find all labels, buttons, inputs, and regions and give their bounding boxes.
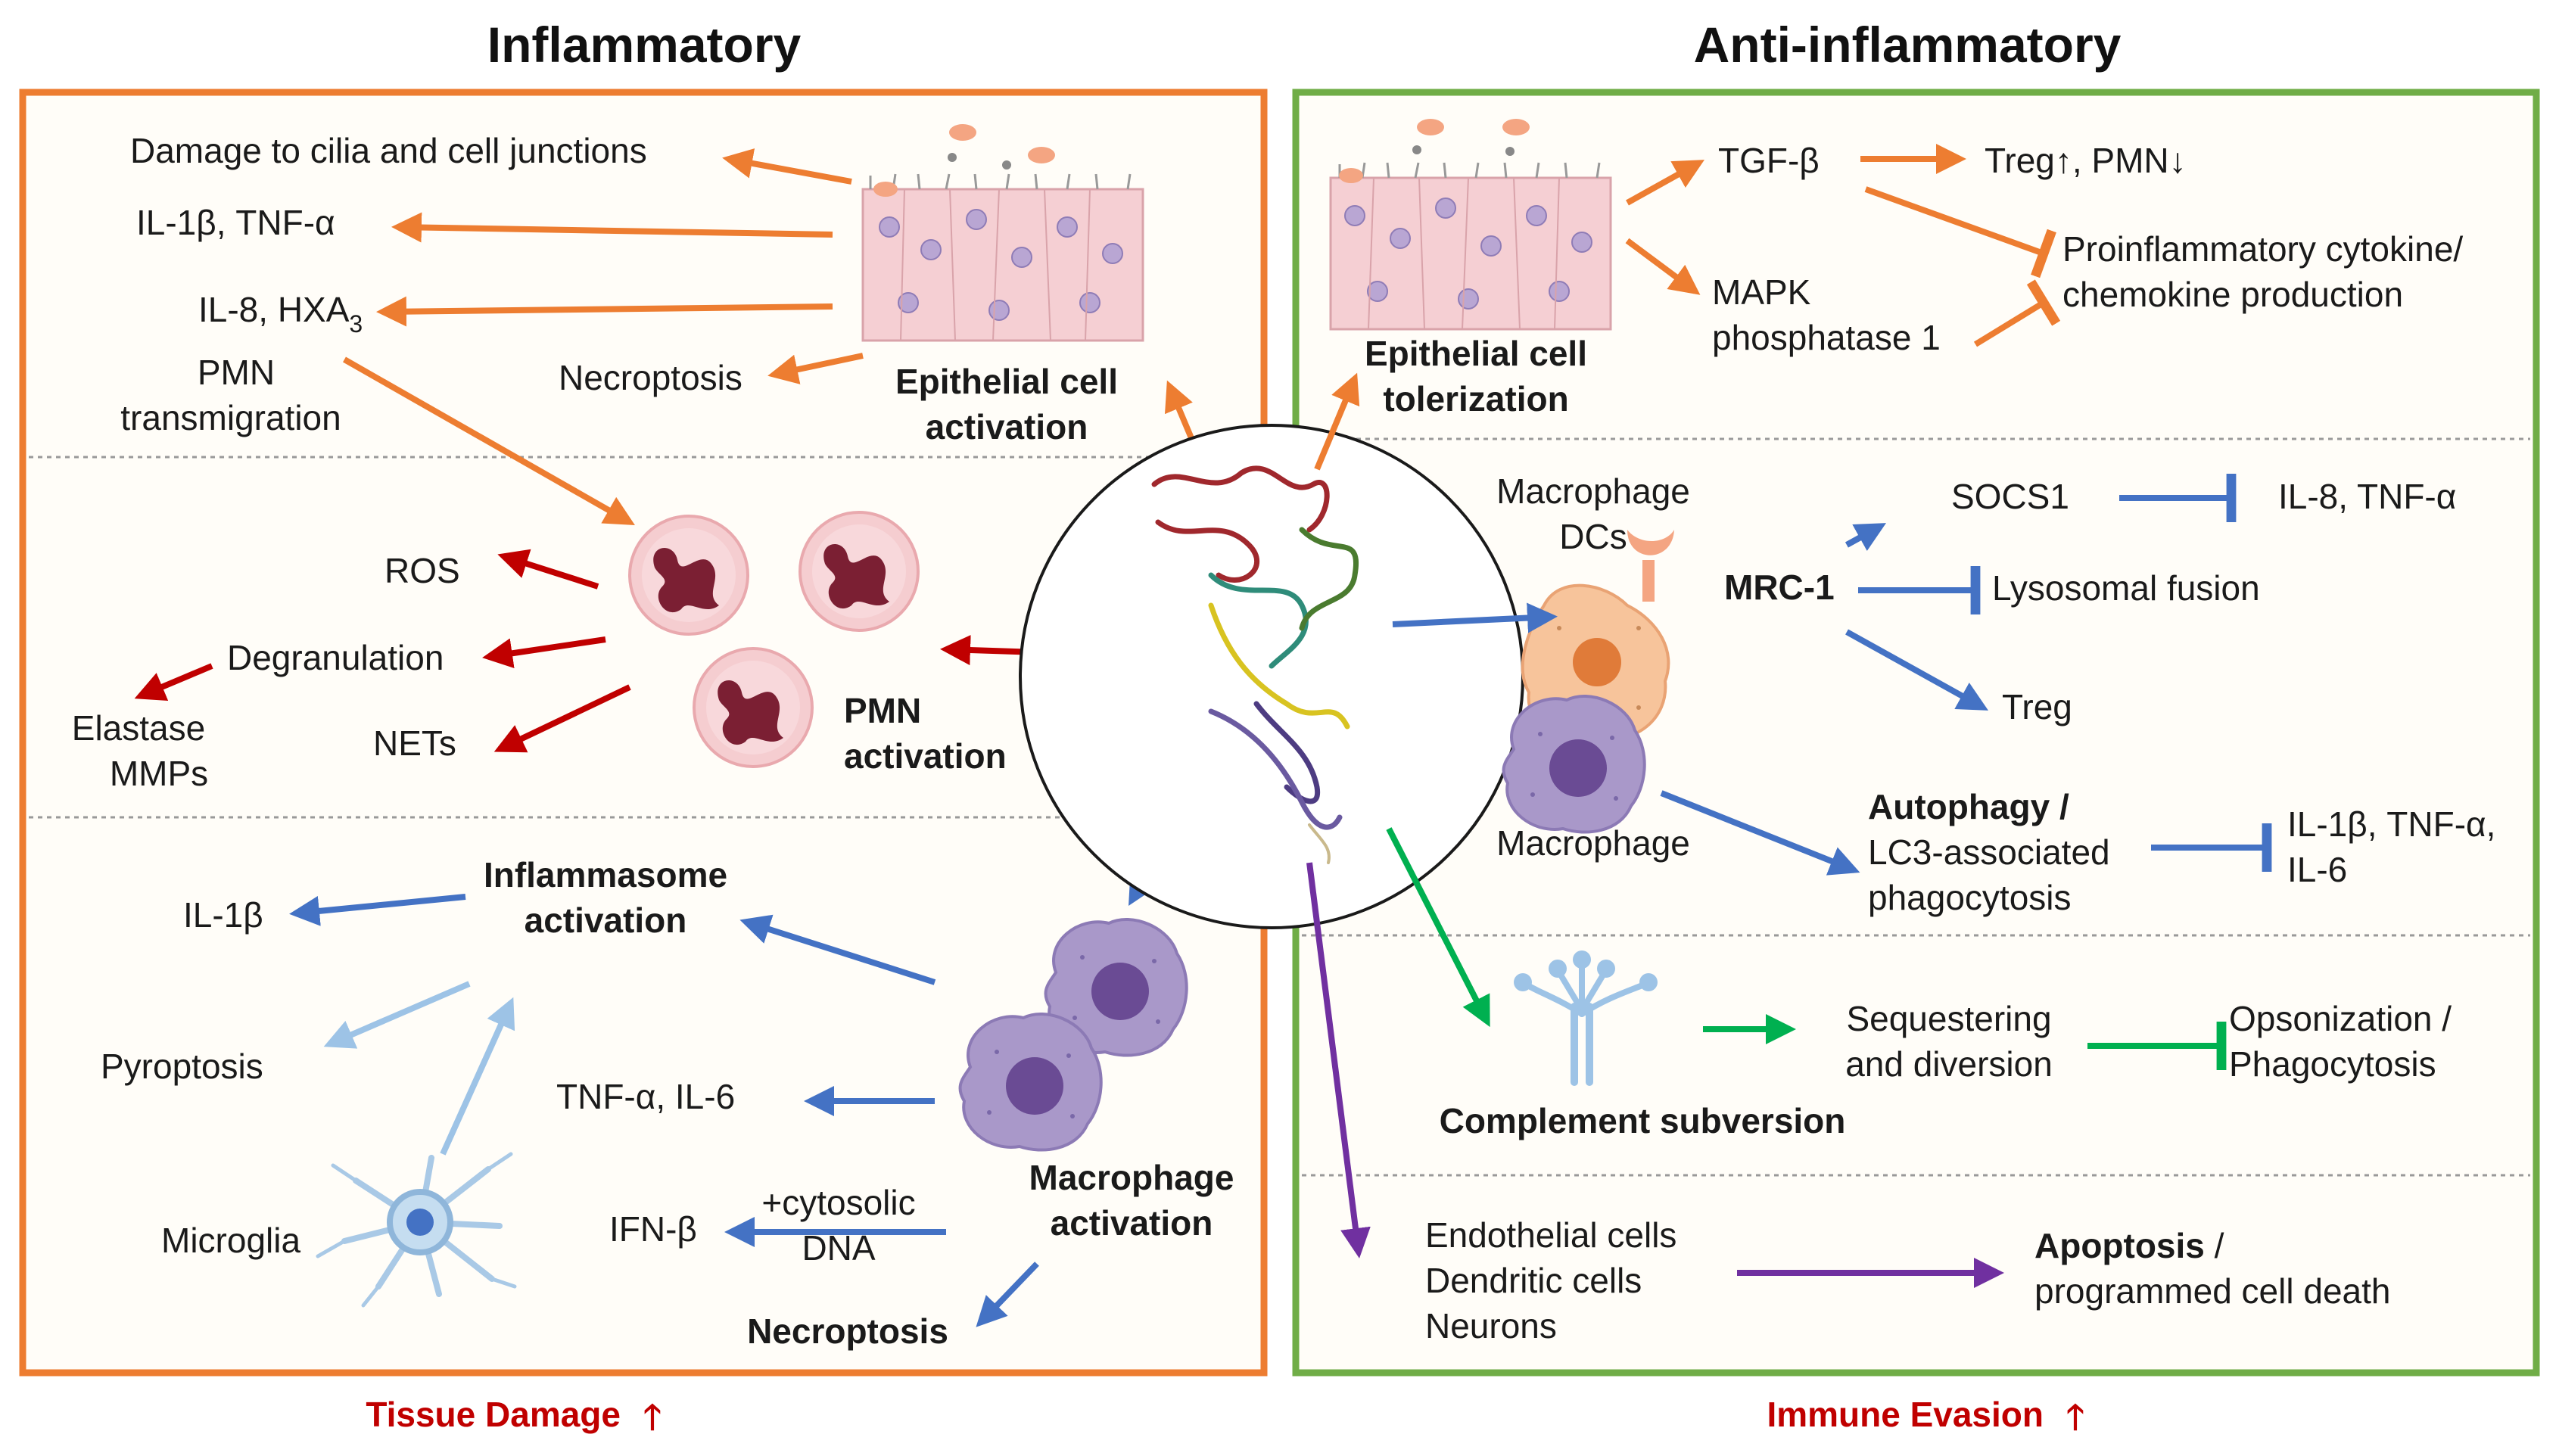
pmn-transmigration-label: PMN [198,353,275,392]
microglia-label: Microglia [161,1221,300,1260]
microglia-arrows [323,981,515,1156]
ros-label: ROS [384,551,460,590]
il8-hxa3-label: IL-8, HXA3 [198,290,363,338]
complement-arrows [1386,827,2227,1070]
pyroptosis-label: Pyroptosis [101,1047,263,1086]
macrophage-activation-title: Macrophage [1029,1158,1234,1197]
degranulation-label: Degranulation [227,638,444,677]
tissue-damage-label: Tissue Damage [366,1395,621,1434]
cytosolic-dna-label: +cytosolic [761,1183,915,1222]
necroptosis-epithelial-label: Necroptosis [559,358,742,397]
mapk-label: MAPK [1712,272,1811,312]
epithelial-activation-title: Epithelial cell [895,362,1118,401]
complement-subversion-title: Complement subversion [1440,1101,1846,1140]
il8-tnfa-label: IL-8, TNF-α [2278,477,2456,516]
proinflammatory-label: Proinflammatory cytokine/ [2062,229,2463,269]
damage-cilia-label: Damage to cilia and cell junctions [130,131,647,170]
treg-pmn-label: Treg↑, PMN↓ [1985,141,2187,180]
elastase-label: Elastase [72,708,205,748]
il1b-label: IL-1β [183,895,263,935]
ifnb-label: IFN-β [609,1209,697,1249]
immune-evasion-label: Immune Evasion [1767,1395,2044,1434]
epithelium-icon-right [1329,119,1612,331]
necroptosis-macrophage-label: Necroptosis [747,1311,948,1351]
endothelial-cells-label: Endothelial cells [1425,1215,1676,1255]
immune-evasion-arrow-icon: 🡑 [2066,1397,2084,1436]
mrc1-receptor-icon [1627,530,1674,602]
neurons-label: Neurons [1425,1306,1557,1346]
il1b-tnfa-label: IL-1β, TNF-α [136,203,335,242]
macrophage-label: Macrophage [1496,823,1690,863]
neutrophil-icon-3 [693,647,814,768]
mrc1-label: MRC-1 [1724,568,1835,607]
tgfb-label: TGF-β [1718,141,1820,180]
macrophage-activation-title-2: activation [1051,1203,1213,1243]
pmn-activation-title-2: activation [844,736,1007,776]
inflammasome-title: Inflammasome [484,855,727,894]
lc3-label: LC3-associated [1868,832,2110,872]
lysosomal-fusion-label: Lysosomal fusion [1992,568,2260,608]
opsonization-label: Opsonization / [2229,999,2452,1038]
macrophage-dcs-label: Macrophage [1496,471,1690,511]
mapk-label-2: phosphatase 1 [1712,318,1941,357]
macrophage-icon-left-2 [958,1012,1103,1152]
programmed-cell-death-label: programmed cell death [2034,1271,2390,1311]
tolerization-arrows [1314,144,2061,471]
pmn-activation-title: PMN [844,691,921,730]
sequestering-label-2: and diversion [1845,1044,2053,1084]
central-protein-circle [1019,424,1524,929]
macrophage-icon-right [1502,694,1646,834]
opsonization-label-2: Phagocytosis [2229,1044,2436,1084]
treg-label: Treg [2002,687,2072,726]
proinflammatory-label-2: chemokine production [2062,275,2403,314]
inflammatory-header: Inflammatory [487,17,802,73]
apoptosis-label: Apoptosis / [2034,1226,2224,1265]
neutrophil-icon-2 [799,511,920,632]
tnf-il6-label: TNF-α, IL-6 [556,1077,735,1116]
epithelium-icon-left [861,124,1144,342]
apoptosis-arrows [1306,862,2004,1288]
mrc-arrows [1392,474,2272,876]
tissue-damage-arrow-icon: 🡑 [643,1397,662,1436]
sequestering-label: Sequestering [1846,999,2051,1038]
microglia-icon [316,1152,517,1308]
lc3-label-2: phagocytosis [1868,878,2072,917]
epithelial-tolerization-title: Epithelial cell [1365,334,1587,373]
mmps-label: MMPs [110,754,208,793]
autophagy-label: Autophagy / [1868,787,2069,826]
anti-inflammatory-header: Anti-inflammatory [1694,17,2122,73]
neutrophil-icon-1 [628,515,749,636]
complement-receptor-icon [1514,950,1658,1086]
epithelial-arrows [343,148,1203,525]
dendritic-cells-label: Dendritic cells [1425,1261,1642,1300]
autophagy-cytokines-label: IL-1β, TNF-α, [2287,804,2495,844]
epithelial-tolerization-title-2: tolerization [1383,379,1568,418]
autophagy-cytokines-label-2: IL-6 [2287,850,2347,889]
inflammasome-title-2: activation [525,901,687,940]
epithelial-activation-title-2: activation [926,407,1088,446]
macrophage-dcs-label-2: DCs [1559,517,1627,556]
pmn-transmigration-label-2: transmigration [120,398,341,437]
protein-structure-icon [1151,465,1359,864]
nets-label: NETs [373,723,456,763]
socs1-label: SOCS1 [1951,477,2069,516]
